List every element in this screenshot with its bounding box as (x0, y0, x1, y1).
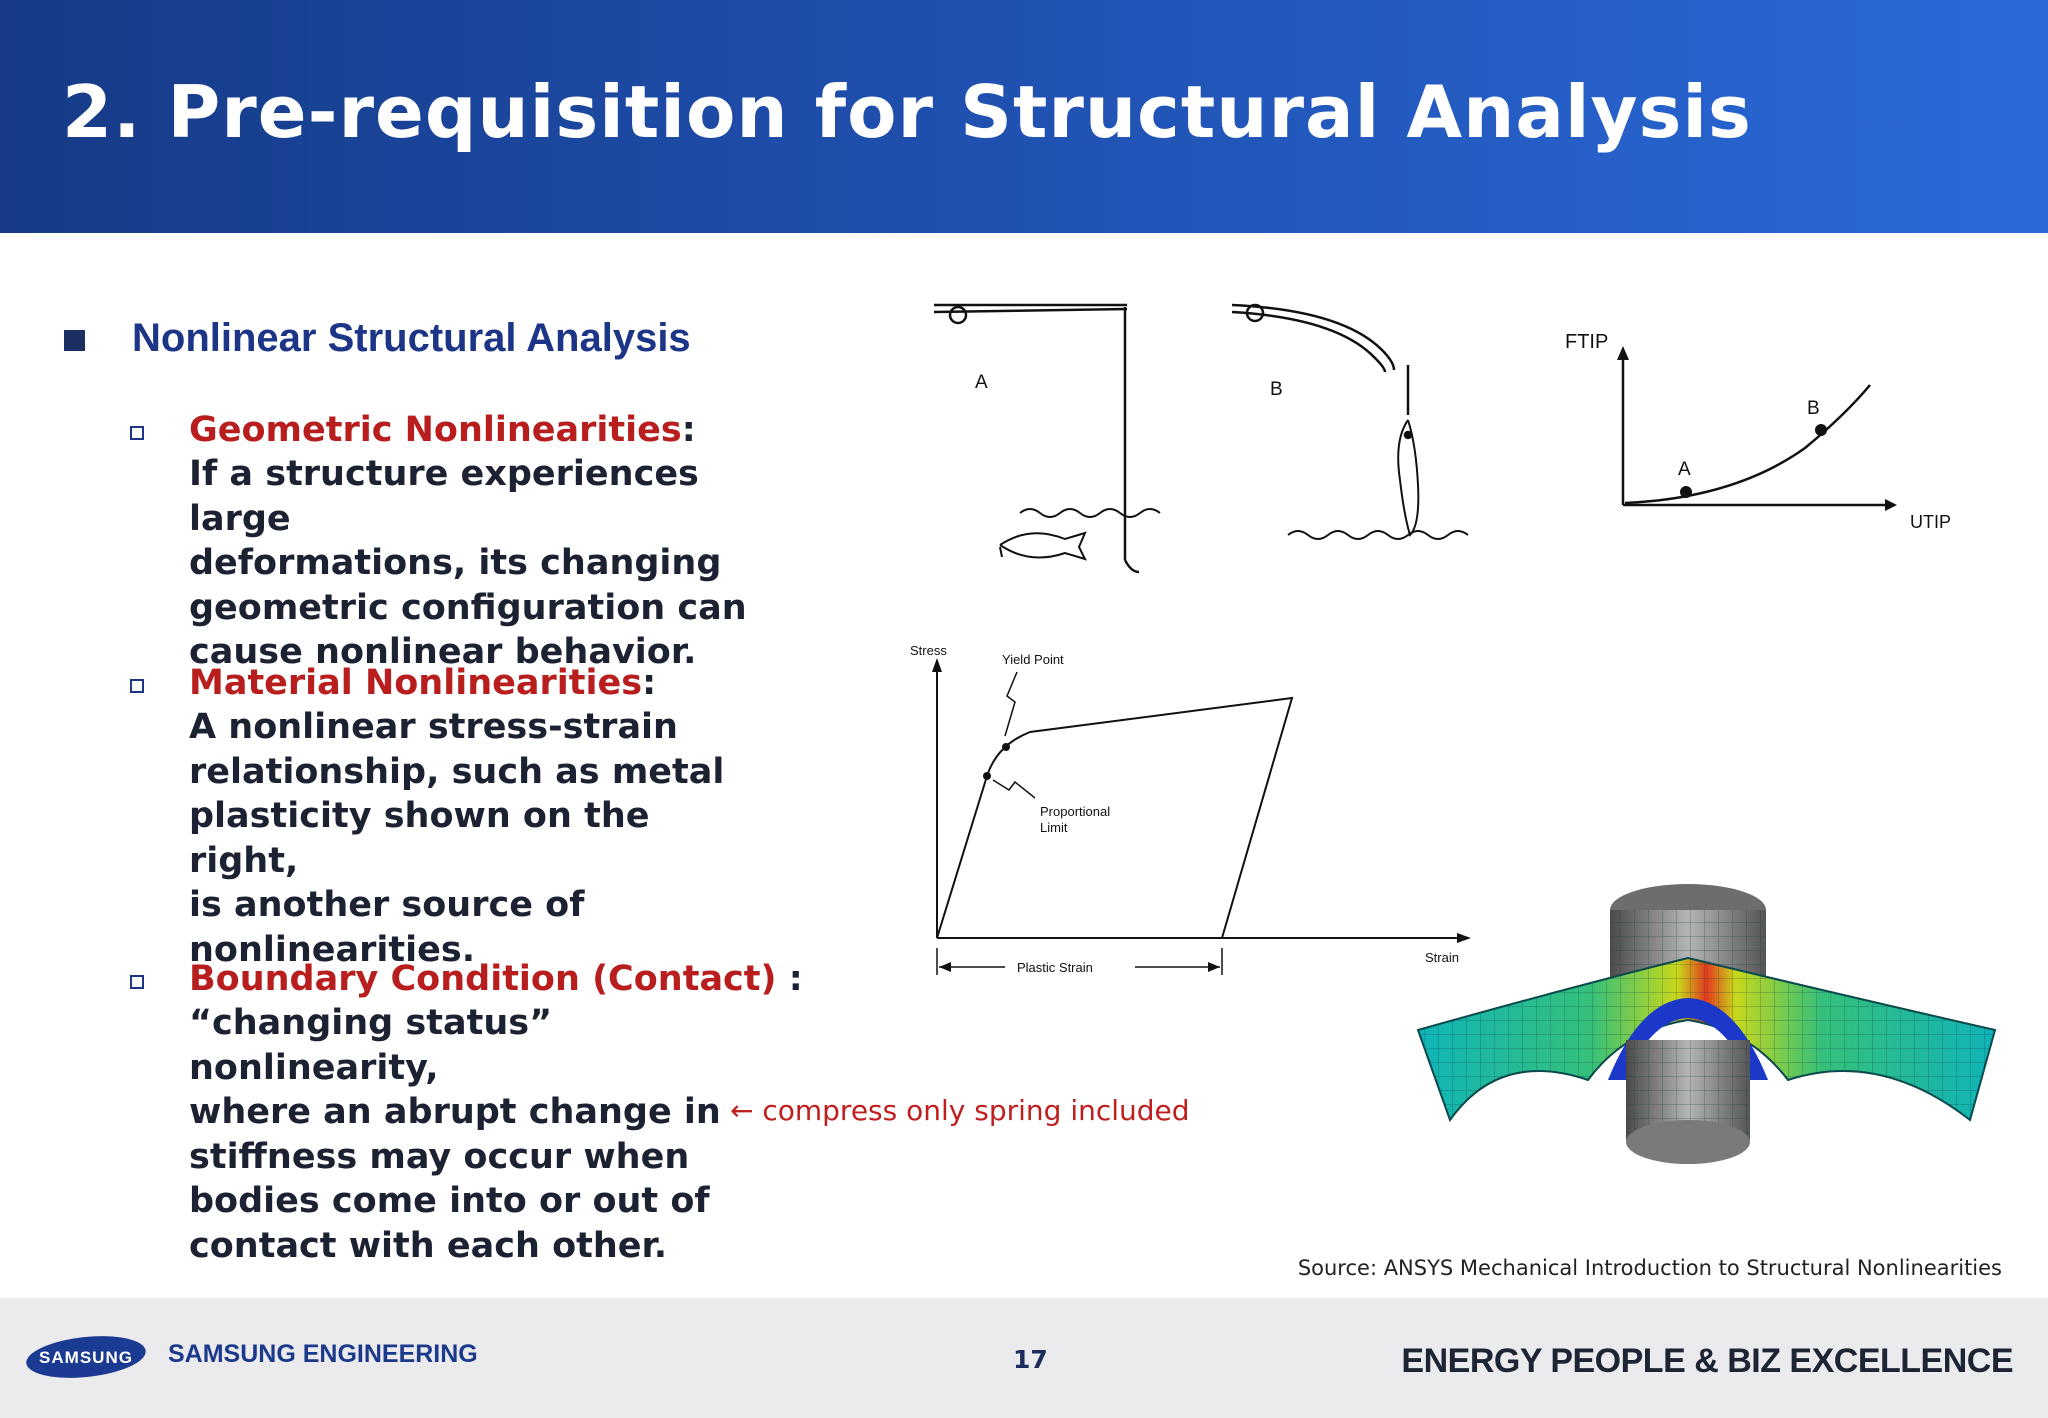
item-body: “changing status” nonlinearity, where an… (189, 1003, 721, 1266)
item-boundary-condition: Boundary Condition (Contact) : “changing… (130, 957, 803, 1268)
point-a-marker (1680, 486, 1692, 498)
section-heading: Nonlinear Structural Analysis (132, 316, 691, 360)
item-title-suffix: : (776, 959, 803, 999)
dim-arrow-right-icon (1208, 962, 1220, 972)
point-a-label: A (1678, 459, 1691, 480)
point-b-label: B (1807, 398, 1820, 419)
stress-strain-diagram: Stress Yield Point Proportional Limit St… (910, 643, 1471, 975)
page-number: 17 (1013, 1345, 1048, 1374)
yield-pointer (1004, 671, 1018, 737)
item-title-text: Boundary Condition (Contact) (189, 959, 777, 999)
item-title-suffix: : (681, 410, 696, 450)
proportional-label-line1: Proportional (1040, 804, 1110, 819)
fishing-rod-illustration: A B (933, 303, 1469, 574)
plastic-strain-label: Plastic Strain (1017, 960, 1093, 975)
page-title: 2. Pre-requisition for Structural Analys… (62, 70, 1752, 154)
y-axis-arrow-icon (1617, 346, 1629, 360)
label-b: B (1270, 379, 1283, 400)
item-body: If a structure experiences large deforma… (189, 454, 747, 672)
item-bullet-icon (130, 426, 144, 440)
force-curve (1624, 384, 1871, 505)
samsung-logo-text: SAMSUNG (39, 1348, 133, 1367)
rod-a-drawing (933, 303, 1161, 574)
item-title: Boundary Condition (Contact) : (189, 957, 803, 1001)
item-material-nonlinearities: Material Nonlinearities: A nonlinear str… (130, 661, 750, 972)
item-bullet-icon (130, 679, 144, 693)
pipe-bottom (1626, 1120, 1750, 1164)
item-title: Geometric Nonlinearities: (189, 408, 750, 452)
contact-note: ← compress only spring included (730, 1094, 1190, 1127)
samsung-logo: SAMSUNG (26, 1336, 146, 1378)
yield-point-label: Yield Point (1002, 652, 1064, 667)
section-bullet-icon (64, 330, 85, 351)
item-bullet-icon (130, 975, 144, 989)
item-title: Material Nonlinearities: (189, 661, 750, 705)
ftip-axis-label: FTIP (1565, 331, 1608, 353)
footer-slogan: ENERGY PEOPLE & BIZ EXCELLENCE (1401, 1342, 2013, 1380)
item-body: A nonlinear stress-strain relationship, … (189, 707, 725, 970)
item-geometric-nonlinearities: Geometric Nonlinearities: If a structure… (130, 408, 750, 675)
force-displacement-plot: FTIP A B UTIP (1565, 331, 1951, 532)
item-title-suffix: : (642, 663, 657, 703)
loading-curve (936, 696, 1294, 939)
item-title-text: Geometric Nonlinearities (189, 410, 682, 450)
point-b-marker (1815, 424, 1827, 436)
contact-ring (1608, 998, 1768, 1080)
stress-axis-arrow-icon (932, 658, 942, 672)
stress-axis-label: Stress (910, 643, 947, 658)
footer-bar (0, 1298, 2048, 1418)
rod-b-drawing (1231, 303, 1469, 540)
proportional-limit-marker (983, 772, 991, 780)
plate-mesh (1418, 958, 1995, 1120)
utip-axis-label: UTIP (1910, 512, 1951, 532)
strain-axis-label: Strain (1425, 950, 1459, 965)
yield-point-marker (1002, 743, 1010, 751)
item-title-text: Material Nonlinearities (189, 663, 643, 703)
source-citation: Source: ANSYS Mechanical Introduction to… (1297, 1256, 2002, 1280)
x-axis-arrow-icon (1885, 499, 1897, 511)
fea-contact-render (1416, 884, 1997, 1164)
proportional-label-line2: Limit (1040, 820, 1068, 835)
dim-arrow-left-icon (939, 962, 951, 972)
company-name: SAMSUNG ENGINEERING (168, 1340, 478, 1368)
label-a: A (975, 372, 988, 393)
strain-axis-arrow-icon (1457, 933, 1471, 943)
proportional-pointer (992, 779, 1036, 799)
title-bar: 2. Pre-requisition for Structural Analys… (0, 0, 2048, 233)
